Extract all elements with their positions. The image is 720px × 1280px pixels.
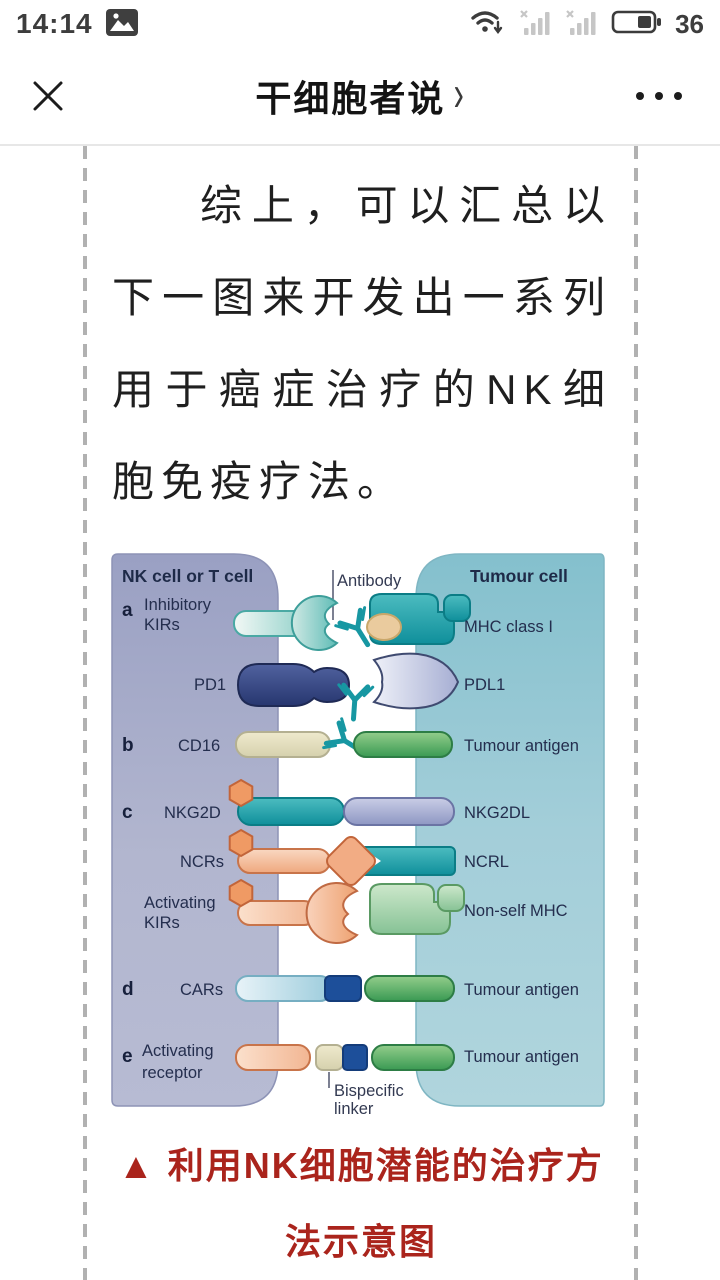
nk-cell-panel	[111, 553, 279, 1107]
signal-sim1-icon	[519, 7, 553, 42]
tumour-antigen-rod-b	[353, 731, 453, 758]
status-right: 36	[469, 7, 704, 42]
car-rod	[235, 975, 333, 1002]
article-paragraph: 综上，可以汇总以下一图来开发出一系列用于癌症治疗的NK细胞免疫疗法。	[112, 182, 612, 505]
nkg2d-rod	[237, 797, 345, 826]
pd1-blob	[236, 663, 351, 707]
row-a-right-label: MHC class I	[464, 618, 553, 636]
bispecific-label-1: Bispecific	[334, 1082, 404, 1100]
row-c-right-label: NKG2DL	[464, 804, 530, 822]
more-menu-icon[interactable]	[626, 78, 692, 114]
act-kir-label-2: KIRs	[144, 914, 180, 932]
act-kir-hexagon	[228, 879, 254, 907]
mhc-peptide-oval	[366, 613, 402, 641]
clock-text: 14:14	[16, 8, 93, 39]
nkg2d-label: NKG2D	[164, 804, 221, 822]
act-receptor-label-2: receptor	[142, 1064, 203, 1082]
nav-bar: 干细胞者说 ›	[0, 48, 720, 144]
nonself-mhc-body	[369, 883, 451, 935]
act-kir-claw	[305, 882, 359, 944]
nkg2d-ligand-hexagon	[228, 779, 254, 807]
screenshot-icon	[105, 7, 139, 42]
nkg2dl-rod	[343, 797, 455, 826]
nonself-mhc-knob	[437, 884, 465, 912]
tumour-antigen-rod-d	[364, 975, 455, 1002]
tumour-antigen-rod-e	[371, 1044, 455, 1071]
ncr-diamond-head	[326, 836, 376, 886]
antibody-label: Antibody	[337, 572, 402, 590]
row-a-left-label-1: Inhibitory	[144, 596, 212, 614]
mhc-class1-knob	[443, 594, 471, 622]
account-title-link[interactable]: 干细胞者说 ›	[0, 48, 720, 144]
row-e-right-label: Tumour antigen	[464, 1048, 579, 1066]
ncrs-label: NCRs	[180, 853, 224, 871]
act-receptor-rod	[235, 1044, 311, 1071]
row-c-letter: c	[122, 802, 133, 823]
cd16-rod	[235, 731, 331, 758]
close-icon[interactable]	[26, 74, 70, 118]
row-a-letter: a	[122, 600, 133, 621]
bispecific-dark-segment	[342, 1044, 368, 1071]
row-b-letter: b	[122, 735, 134, 756]
act-kir-label-1: Activating	[144, 894, 216, 912]
bispecific-label-2: linker	[334, 1100, 374, 1118]
ncr-ligand-hexagon	[228, 829, 254, 857]
cars-label: CARs	[180, 981, 223, 999]
right-dashed-border	[634, 146, 638, 1280]
car-dark-segment	[324, 975, 362, 1002]
title-chevron-icon: ›	[453, 64, 465, 122]
right-panel-title: Tumour cell	[470, 566, 568, 586]
pd1-label: PD1	[194, 676, 226, 694]
ncr-rod	[237, 848, 331, 874]
row-b-right-label: Tumour antigen	[464, 737, 579, 755]
figure-caption: ▲ 利用NK细胞潜能的治疗方法示意图	[118, 1145, 604, 1262]
page-title: 干细胞者说	[255, 78, 446, 119]
left-panel-title: NK cell or T cell	[122, 566, 253, 586]
battery-percent-text: 36	[675, 8, 704, 39]
row-a-left-label-2: KIRs	[144, 616, 180, 634]
cd16-label: CD16	[178, 737, 220, 755]
nonself-mhc-label: Non-self MHC	[464, 902, 568, 920]
row-d-letter: d	[122, 979, 134, 1000]
antibody-icon-pd1	[337, 685, 373, 720]
header-divider	[0, 144, 720, 146]
status-left: 14:14	[16, 7, 139, 42]
tumour-cell-panel	[415, 553, 605, 1107]
bispecific-cream-segment	[315, 1044, 344, 1071]
wifi-icon	[469, 7, 507, 42]
act-kir-rod	[237, 900, 317, 926]
pdl1-label: PDL1	[464, 676, 505, 694]
inhibitory-kir-claw	[290, 595, 339, 651]
battery-icon	[611, 8, 663, 41]
status-bar: 14:14	[0, 0, 720, 48]
signal-sim2-icon	[565, 7, 599, 42]
row-d-right-label: Tumour antigen	[464, 981, 579, 999]
row-e-letter: e	[122, 1046, 133, 1067]
ncrl-label: NCRL	[464, 853, 509, 871]
pdl1-leaf	[372, 652, 460, 710]
left-dashed-border	[83, 146, 87, 1280]
act-receptor-label-1: Activating	[142, 1042, 214, 1060]
nk-therapy-figure[interactable]: NK cell or T cell Tumour cell Antibody a…	[108, 548, 608, 1118]
